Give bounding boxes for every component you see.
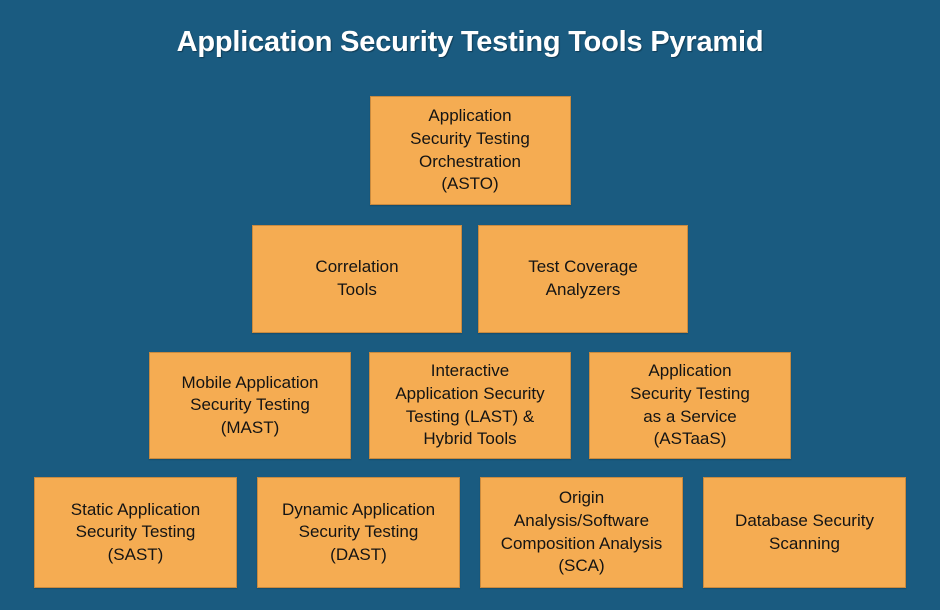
pyramid-node-iast-hybrid: Interactive Application Security Testing… (369, 352, 571, 459)
pyramid-node-correlation-tools: Correlation Tools (252, 225, 462, 333)
pyramid-node-database-security-scanning: Database Security Scanning (703, 477, 906, 588)
pyramid-node-label: Origin Analysis/Software Composition Ana… (500, 488, 663, 576)
pyramid-node-label: Application Security Testing as a Servic… (630, 361, 750, 449)
pyramid-node-label: Dynamic Application Security Testing (DA… (281, 499, 436, 564)
pyramid-node-label: Correlation Tools (315, 257, 399, 299)
pyramid-node-dast: Dynamic Application Security Testing (DA… (257, 477, 460, 588)
pyramid-row-3: Mobile Application Security Testing (MAS… (0, 352, 940, 459)
pyramid-row-1: Application Security Testing Orchestrati… (0, 96, 940, 205)
pyramid-node-label: Interactive Application Security Testing… (395, 361, 545, 449)
pyramid-row-4: Static Application Security Testing (SAS… (0, 477, 940, 588)
pyramid-node-asto: Application Security Testing Orchestrati… (369, 96, 571, 205)
pyramid-node-label: Test Coverage Analyzers (528, 257, 638, 299)
pyramid-node-test-coverage-analyzers: Test Coverage Analyzers (478, 225, 688, 333)
pyramid-node-label: Application Security Testing Orchestrati… (410, 106, 530, 194)
pyramid-node-astaas: Application Security Testing as a Servic… (589, 352, 791, 459)
pyramid-row-2: Correlation Tools Test Coverage Analyzer… (0, 225, 940, 333)
pyramid-node-sast: Static Application Security Testing (SAS… (34, 477, 237, 588)
page-title: Application Security Testing Tools Pyram… (176, 26, 764, 58)
pyramid-node-label: Database Security Scanning (735, 510, 874, 553)
pyramid-node-mast: Mobile Application Security Testing (MAS… (149, 352, 351, 459)
pyramid-node-label: Mobile Application Security Testing (MAS… (181, 372, 319, 437)
pyramid-node-sca: Origin Analysis/Software Composition Ana… (480, 477, 683, 588)
pyramid-node-label: Static Application Security Testing (SAS… (70, 499, 201, 564)
